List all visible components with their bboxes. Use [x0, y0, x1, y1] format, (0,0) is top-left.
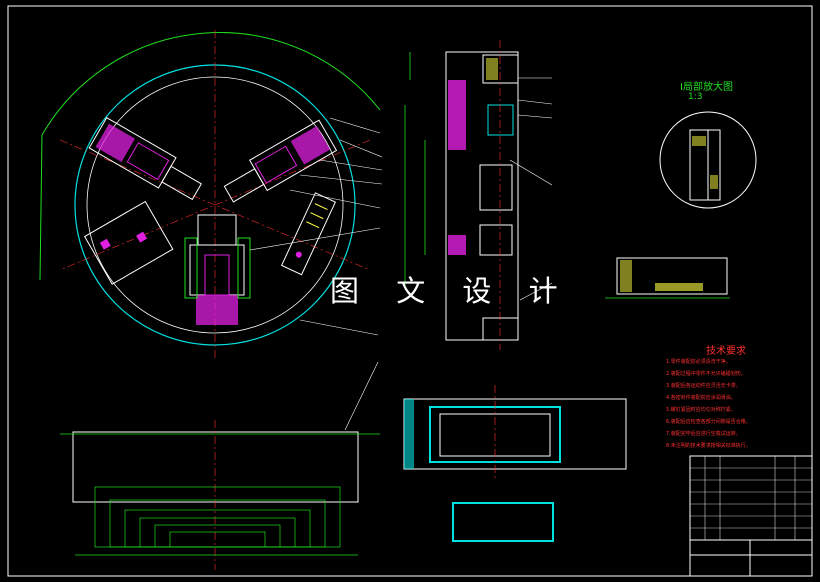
detail-view-scale: 1:3 [688, 92, 703, 102]
detail-view [659, 111, 757, 209]
detail-view-title: I局部放大图 [680, 82, 733, 93]
requirement-item: 6.装配后应检查各部分间隙是否合格。 [666, 419, 751, 425]
chuck-section-view [404, 40, 553, 350]
requirement-item: 3.装配后各运动件应灵活无卡滞。 [666, 383, 741, 389]
requirement-item: 4.各密封件装配前应涂润滑油。 [666, 395, 736, 401]
requirement-item: 5.螺钉紧固时应均匀对称拧紧。 [666, 407, 736, 413]
requirement-item: 2.装配过程中零件不允许磕碰划伤。 [666, 371, 746, 377]
requirement-item: 7.装配完毕后应进行空载试运转。 [666, 431, 741, 437]
drawing-frame [7, 5, 813, 577]
technical-requirements-title: 技术要求 [706, 346, 746, 357]
requirement-item: 1.零件装配前必须清洗干净。 [666, 359, 731, 365]
watermark-text: 图 文 设 计 [330, 274, 572, 308]
requirement-item: 8.未注明的技术要求按相关标准执行。 [666, 443, 751, 449]
base-plate-view [403, 385, 627, 542]
chuck-front-view [39, 30, 383, 431]
chuck-side-elevation [60, 420, 380, 570]
part-side-view [605, 257, 730, 299]
title-block [689, 455, 813, 577]
